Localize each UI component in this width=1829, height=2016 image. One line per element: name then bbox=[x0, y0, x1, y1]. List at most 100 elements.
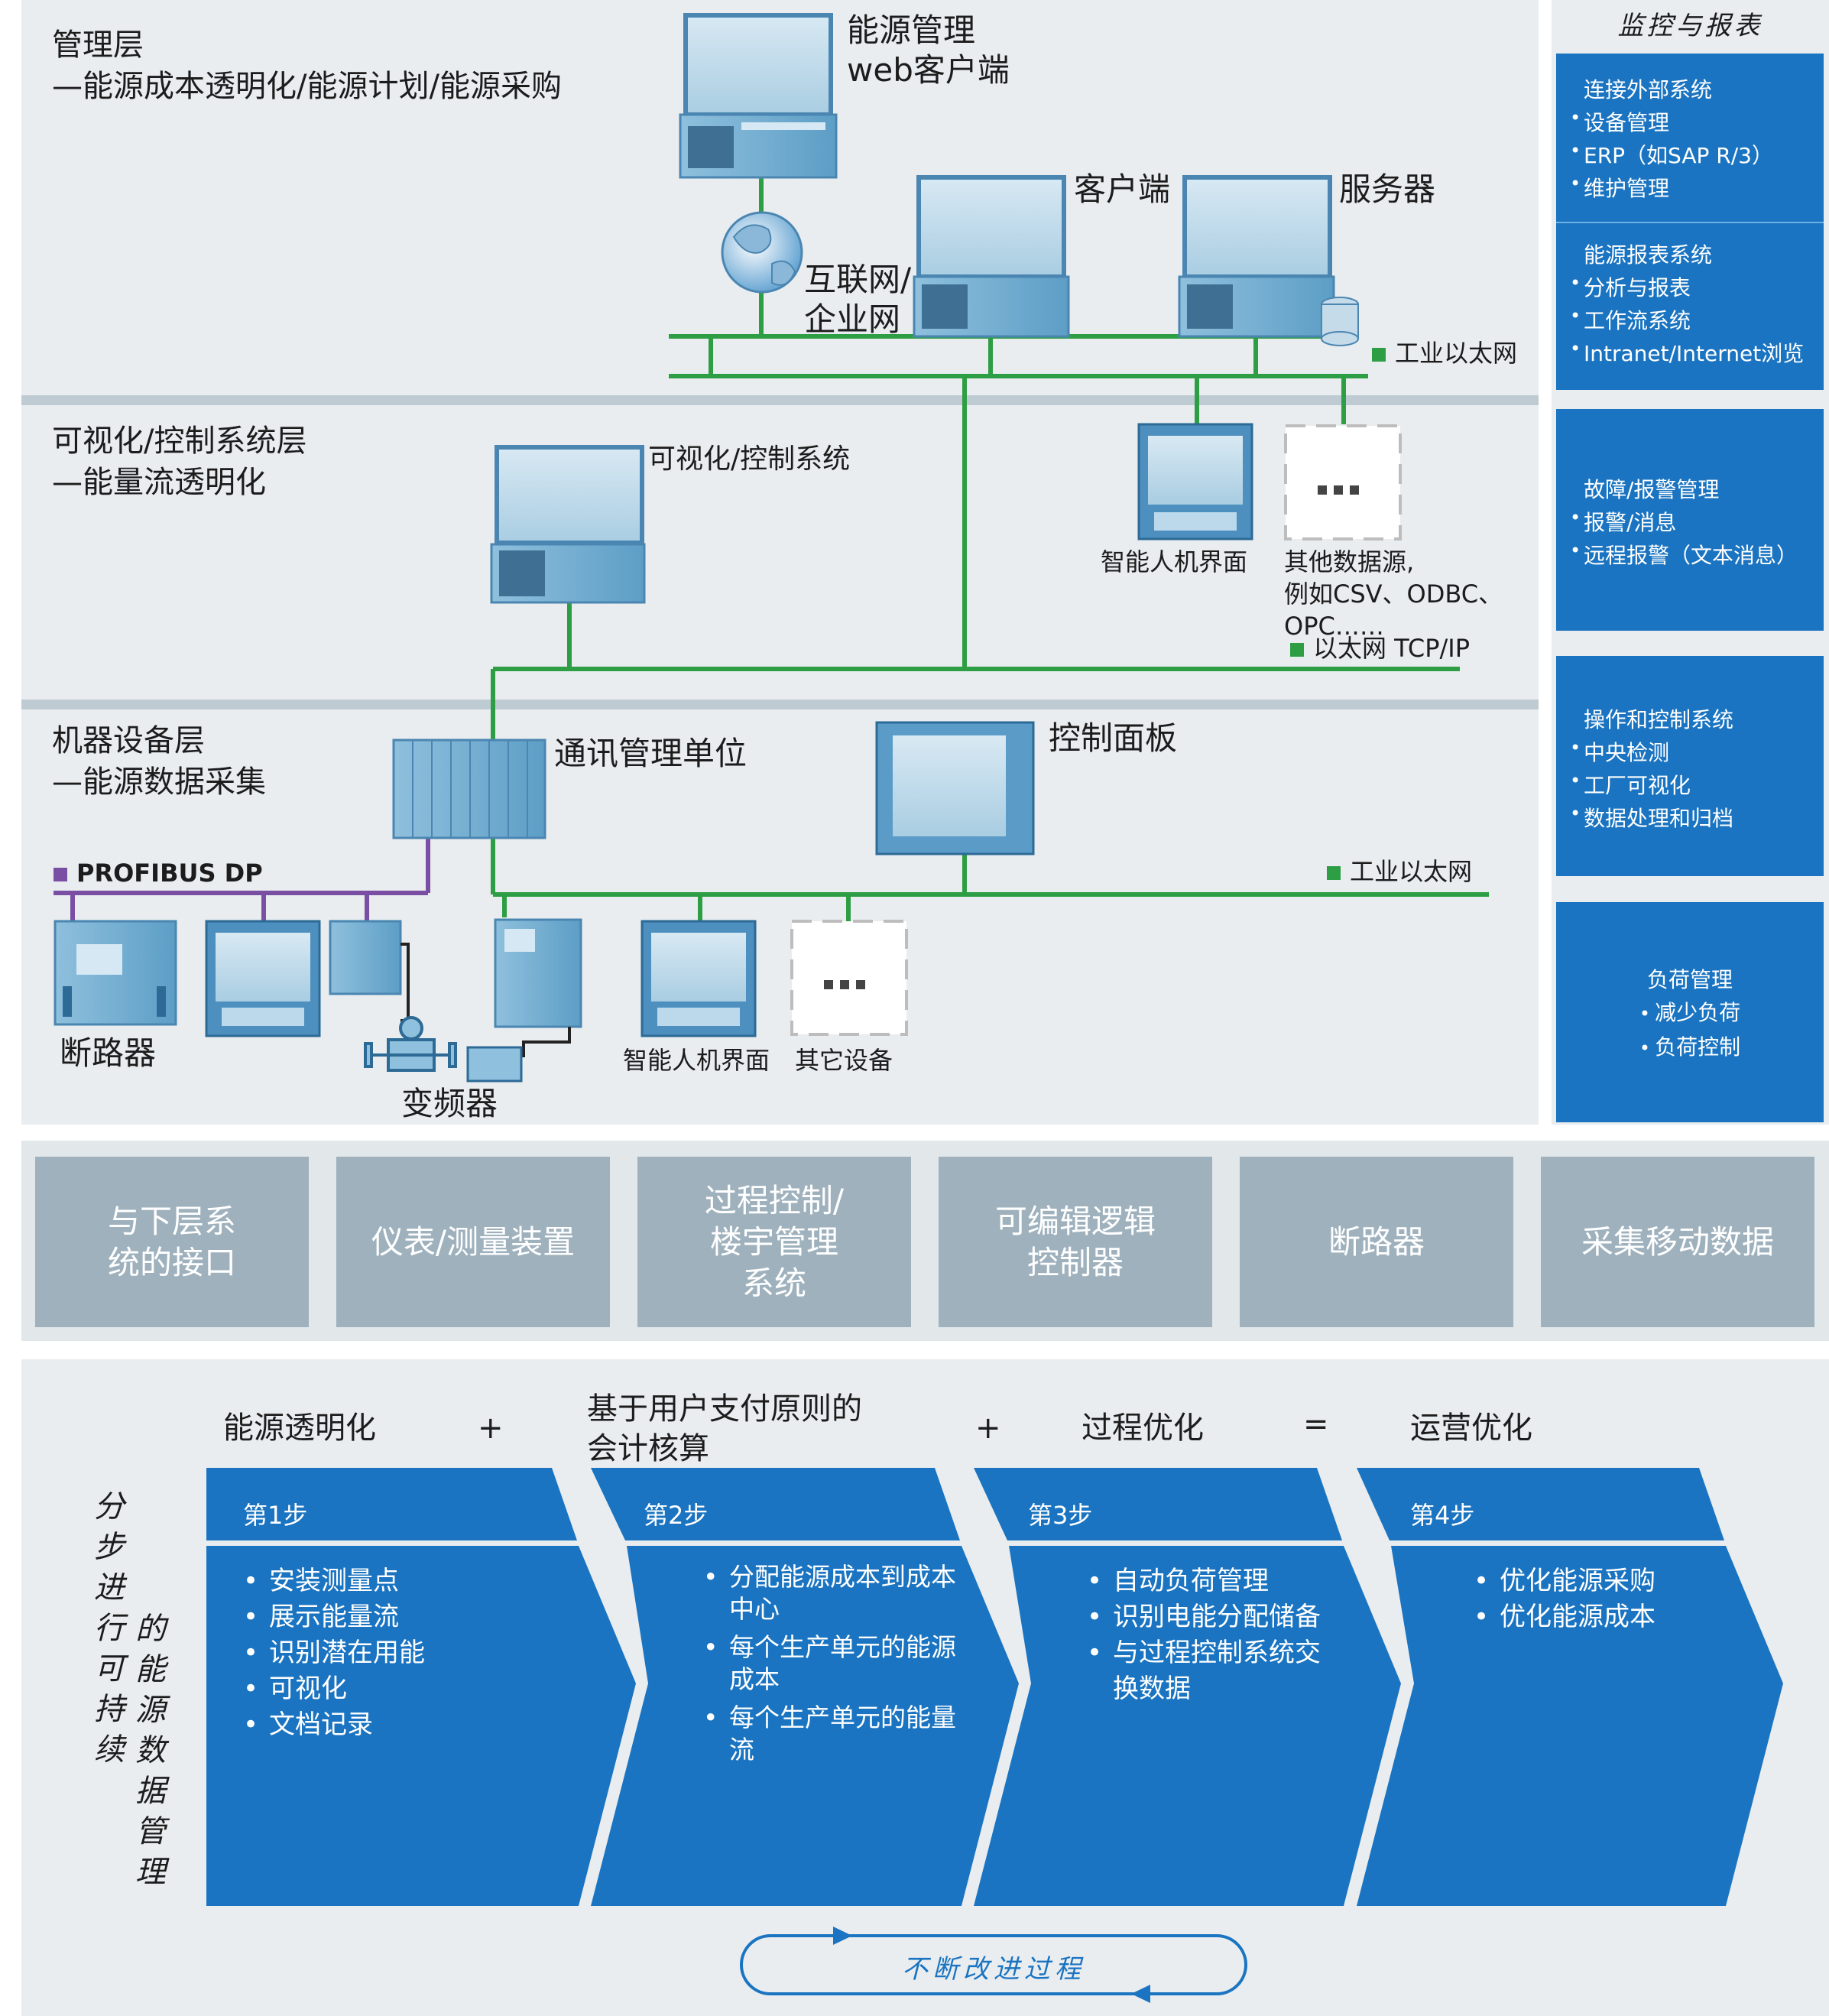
list-item: 文档记录 bbox=[243, 1707, 425, 1743]
list-item: •分配能源成本到成本 bbox=[703, 1562, 956, 1592]
layer-divider-1 bbox=[21, 395, 1539, 405]
operator-plus-1: + bbox=[478, 1411, 504, 1446]
vis-system-pc-icon bbox=[490, 445, 646, 604]
interface-box: 仪表/测量装置 bbox=[336, 1157, 610, 1327]
visualization-layer-subtitle: —能量流透明化 bbox=[52, 465, 266, 500]
list-item: •自动负荷管理 bbox=[1087, 1566, 1269, 1596]
operator-plus-2: + bbox=[975, 1411, 1001, 1446]
step2-list: •分配能源成本到成本 中心 •每个生产单元的能源 成本 •每个生产单元的能量 流 bbox=[703, 1561, 956, 1766]
other-sources-label-1: 其他数据源, bbox=[1284, 547, 1415, 576]
industrial-ethernet-bottom-label: 工业以太网 bbox=[1327, 856, 1472, 887]
network-diagram bbox=[54, 13, 1489, 1083]
sidebar-box-item: 设备管理 bbox=[1556, 102, 1824, 139]
sidebar-box-external: 连接外部系统 设备管理 ERP（如SAP R/3） 维护管理 bbox=[1556, 54, 1824, 232]
management-layer-title: 管理层 bbox=[52, 28, 144, 63]
hmi-top-label: 智能人机界面 bbox=[1101, 547, 1248, 576]
management-layer-subtitle: —能源成本透明化/能源计划/能源采购 bbox=[52, 69, 562, 104]
sidebar-box-head: 连接外部系统 bbox=[1584, 77, 1713, 102]
web-client-label-2: web客户端 bbox=[847, 51, 1010, 89]
interface-box: 与下层系统的接口 bbox=[35, 1157, 309, 1327]
sidebar-separator bbox=[1556, 222, 1824, 223]
internet-label-1: 互联网/ bbox=[804, 261, 912, 298]
improvement-cycle bbox=[740, 1927, 1247, 2003]
sidebar-box-item: 工厂可视化 bbox=[1556, 765, 1824, 802]
ethernet-tcpip-label: 以太网 TCP/IP bbox=[1290, 633, 1470, 664]
list-item: 优化能源采购 bbox=[1474, 1563, 1656, 1599]
machine-layer-bg bbox=[21, 709, 1539, 1125]
internet-label-2: 企业网 bbox=[804, 300, 901, 338]
list-item-continuation: 流 bbox=[729, 1735, 754, 1764]
list-item-continuation: 成本 bbox=[729, 1664, 780, 1694]
interfaces-bg bbox=[21, 1141, 1829, 1341]
header-process-optimization: 过程优化 bbox=[1082, 1411, 1204, 1446]
list-item-continuation: 换数据 bbox=[1113, 1674, 1191, 1704]
client-pc-icon bbox=[913, 175, 1070, 338]
step1-label: 第1步 bbox=[243, 1501, 308, 1530]
web-client-pc-icon bbox=[679, 13, 838, 179]
step1-list: 安装测量点 展示能量流 识别潜在用能 可视化 文档记录 bbox=[243, 1563, 425, 1743]
sidebar-box-head: 故障/报警管理 bbox=[1584, 477, 1720, 502]
sidebar-box-item: 远程报警（文本消息） bbox=[1556, 534, 1824, 572]
industrial-ethernet-top-label: 工业以太网 bbox=[1372, 338, 1517, 368]
control-panel-icon bbox=[875, 721, 1035, 855]
ethernet-legend-icon bbox=[1372, 348, 1386, 362]
other-devices-label: 其它设备 bbox=[795, 1046, 893, 1075]
flow-meter-icon bbox=[364, 943, 457, 1072]
list-item: •与过程控制系统交 bbox=[1087, 1638, 1321, 1668]
vfd-label: 变频器 bbox=[401, 1085, 498, 1122]
side-label-col1: 分 步 进 行 可 持 续 bbox=[94, 1489, 125, 1768]
step3-label: 第3步 bbox=[1028, 1501, 1093, 1530]
comm-unit-icon bbox=[392, 739, 546, 839]
breaker-icon bbox=[54, 920, 177, 1026]
sidebar-box-item: ERP（如SAP R/3） bbox=[1556, 135, 1824, 172]
list-item: 展示能量流 bbox=[243, 1599, 425, 1635]
sidebar-box-operation: 操作和控制系统 中央检测 工厂可视化 数据处理和归档 bbox=[1556, 656, 1824, 876]
list-item: •每个生产单元的能量 bbox=[703, 1703, 956, 1732]
sidebar-box-alarm: 故障/报警管理 报警/消息 远程报警（文本消息） bbox=[1556, 409, 1824, 631]
layer-divider-2 bbox=[21, 700, 1539, 709]
other-devices-icon bbox=[790, 920, 908, 1036]
sidebar-box-head: 操作和控制系统 bbox=[1584, 707, 1734, 732]
ethernet-legend-icon bbox=[1290, 643, 1304, 657]
step2-label: 第2步 bbox=[644, 1501, 709, 1530]
sidebar-box-item: 分析与报表 bbox=[1556, 267, 1824, 304]
sidebar-box-reporting: 能源报表系统 分析与报表 工作流系统 Intranet/Internet浏览 bbox=[1556, 223, 1824, 390]
hmi-top-icon bbox=[1137, 423, 1253, 541]
list-item: •每个生产单元的能源 bbox=[703, 1632, 956, 1662]
list-item: 识别潜在用能 bbox=[243, 1635, 425, 1671]
list-item: 安装测量点 bbox=[243, 1563, 425, 1599]
sidebar-box-item: 中央检测 bbox=[1556, 732, 1824, 769]
visualization-layer-title: 可视化/控制系统层 bbox=[52, 424, 307, 459]
chevron-step3 bbox=[974, 1468, 1401, 1906]
hmi-bottom-label: 智能人机界面 bbox=[623, 1046, 770, 1075]
other-sources-label-3: OPC…… bbox=[1284, 612, 1384, 641]
globe-icon bbox=[721, 211, 803, 294]
profibus-label: PROFIBUS DP bbox=[54, 858, 263, 888]
ethernet-legend-icon bbox=[1327, 866, 1341, 880]
sidebar-box-item: 负荷控制 bbox=[1556, 1031, 1824, 1065]
cycle-label: 不断改进过程 bbox=[902, 1954, 1085, 1985]
server-label: 服务器 bbox=[1339, 170, 1436, 208]
sidebar-box-item: 工作流系统 bbox=[1556, 300, 1824, 337]
header-energy-transparency: 能源透明化 bbox=[223, 1411, 376, 1446]
sidebar-box-load: 负荷管理 减少负荷 负荷控制 bbox=[1556, 902, 1824, 1122]
other-sources-label-2: 例如CSV、ODBC、 bbox=[1284, 579, 1503, 609]
header-operation-optimization: 运营优化 bbox=[1410, 1411, 1532, 1446]
sidebar-box-item: Intranet/Internet浏览 bbox=[1556, 333, 1824, 370]
plc-small-icon bbox=[329, 920, 402, 995]
web-client-label-1: 能源管理 bbox=[847, 11, 976, 49]
server-pc-icon bbox=[1178, 175, 1359, 346]
vfd-icon bbox=[466, 918, 582, 1083]
sidebar-box-item: 维护管理 bbox=[1556, 167, 1824, 205]
interface-box: 过程控制/楼宇管理系统 bbox=[637, 1157, 911, 1327]
interface-box: 可编辑逻辑控制器 bbox=[939, 1157, 1212, 1327]
chevron-step2 bbox=[591, 1468, 1019, 1906]
machine-layer-title: 机器设备层 bbox=[52, 723, 205, 758]
sidebar-box-item: 报警/消息 bbox=[1556, 502, 1824, 539]
header-accounting-1: 基于用户支付原则的 bbox=[587, 1391, 862, 1427]
machine-layer-subtitle: —能源数据采集 bbox=[52, 765, 266, 800]
header-accounting-2: 会计核算 bbox=[587, 1431, 709, 1466]
sidebar-title: 监控与报表 bbox=[1617, 11, 1763, 41]
list-item: 优化能源成本 bbox=[1474, 1599, 1656, 1635]
sidebar-box-head: 负荷管理 bbox=[1646, 967, 1733, 992]
